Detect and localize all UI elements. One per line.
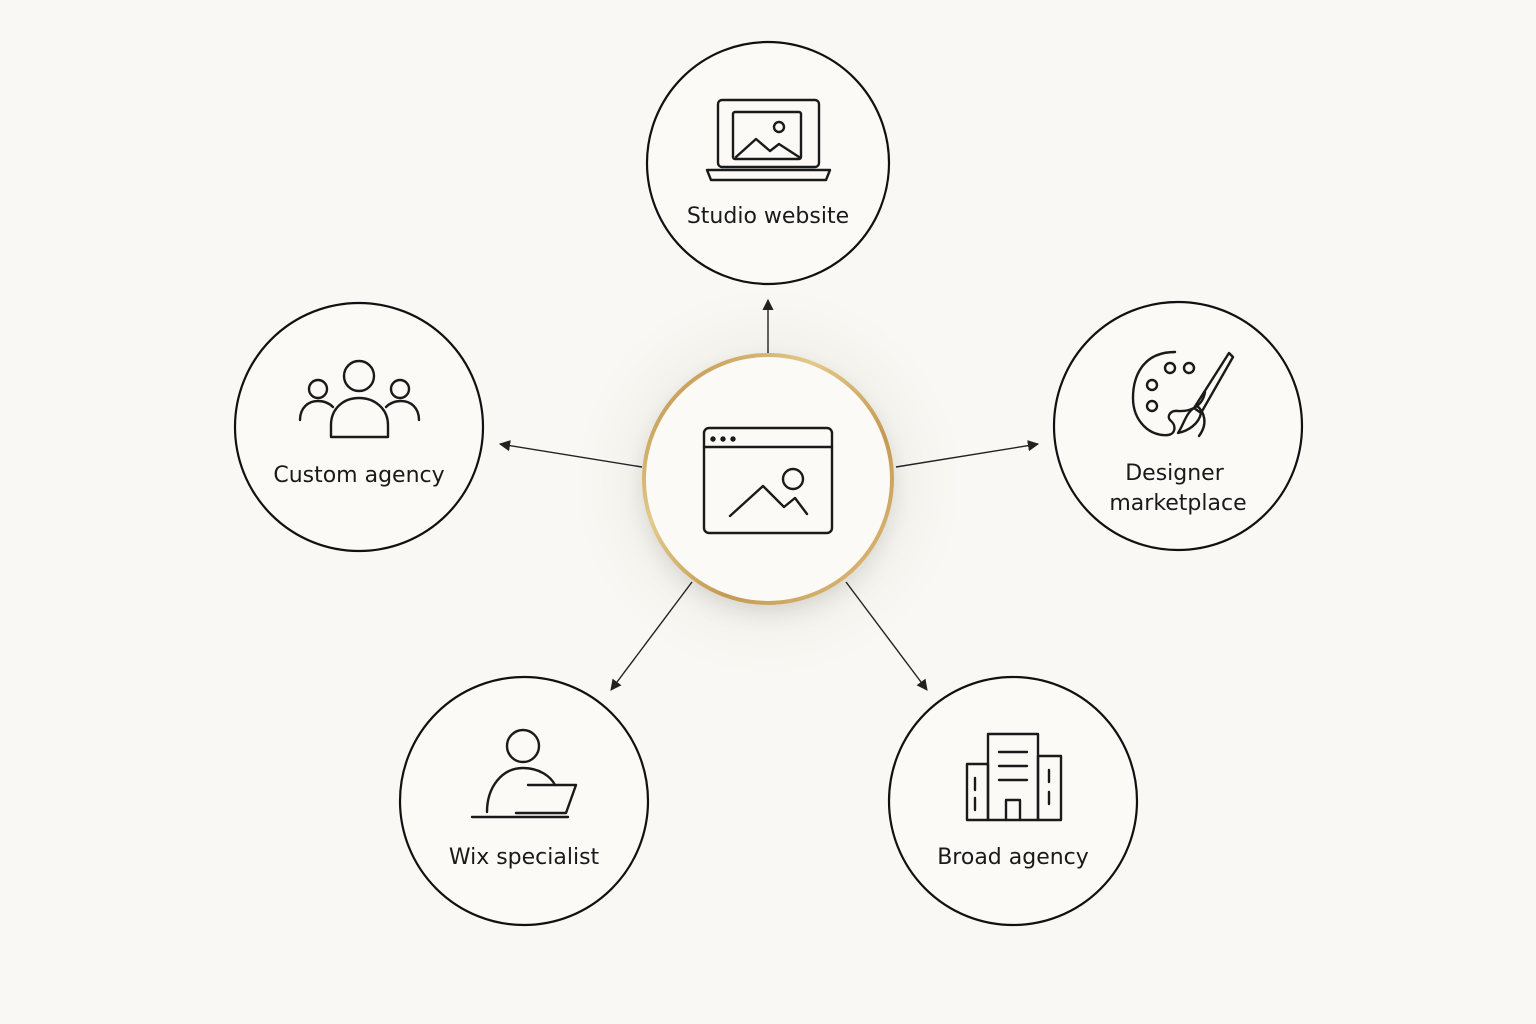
laptop-image-icon (705, 98, 832, 182)
connector-broad-agency (845, 581, 928, 691)
connectors (498, 298, 1040, 691)
node-ring (398, 675, 650, 927)
node-ring (645, 40, 891, 286)
node-wix-specialist[interactable]: Wix specialist (398, 675, 650, 927)
node-studio-website[interactable]: Studio website (645, 40, 891, 286)
office-buildings-icon (965, 732, 1063, 822)
team-people-icon (298, 359, 421, 439)
connector-custom-agency (498, 440, 643, 468)
node-label: Wix specialist (449, 845, 600, 870)
node-label: Broad agency (937, 845, 1089, 870)
node-ring (233, 301, 485, 553)
palette-brush-icon (1131, 350, 1235, 438)
browser-image-icon (702, 426, 834, 535)
person-laptop-icon (470, 728, 578, 819)
node-label: Studio website (687, 204, 849, 229)
connector-wix-specialist (610, 581, 693, 691)
center-node[interactable] (642, 353, 894, 605)
node-label: Designer marketplace (1109, 461, 1246, 516)
center-ring (642, 353, 894, 605)
node-ring (1052, 300, 1304, 552)
node-custom-agency[interactable]: Custom agency (233, 301, 485, 553)
node-label: Custom agency (273, 463, 444, 488)
node-designer-marketplace[interactable]: Designer marketplace (1052, 300, 1304, 552)
connector-designer-marketplace (895, 440, 1040, 468)
node-broad-agency[interactable]: Broad agency (887, 675, 1139, 927)
